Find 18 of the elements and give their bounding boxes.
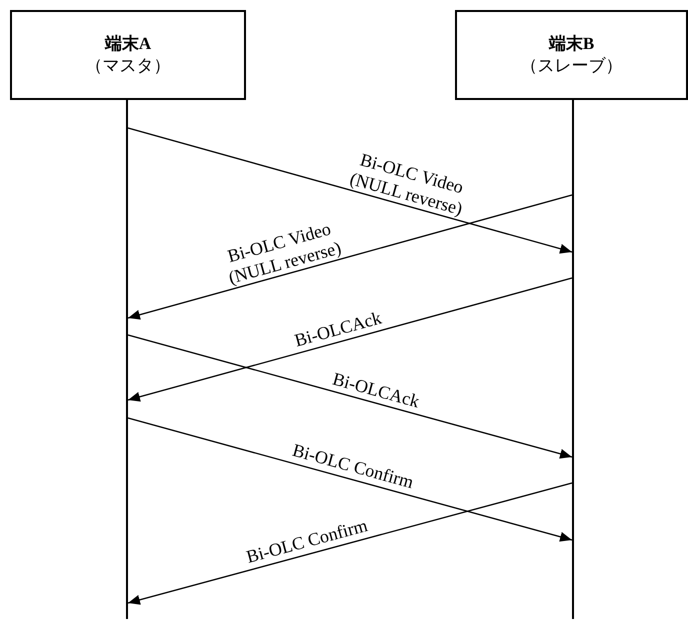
arrow: [128, 334, 572, 459]
participant-name: 端末B: [548, 32, 594, 55]
participant-name: 端末A: [104, 32, 152, 55]
arrow: [128, 417, 572, 542]
participant-box: [10, 10, 246, 100]
arrow: [128, 127, 572, 254]
lifeline: [572, 100, 574, 619]
participant-role: （マスタ）: [86, 55, 170, 77]
edge-label: Bi-OLC Confirm: [242, 514, 370, 570]
lifeline: [126, 100, 128, 619]
edge-label: Bi-OLC Video (NULL reverse): [347, 148, 467, 220]
edge-label: Bi-OLC Video (NULL reverse): [224, 217, 344, 289]
participant-box: [455, 10, 688, 100]
arrow: [128, 194, 572, 320]
participant-role: （スレーブ）: [520, 55, 622, 77]
edge-label: Bi-OLC Confirm: [290, 439, 418, 495]
arrow: [128, 277, 572, 402]
arrow: [128, 482, 572, 605]
